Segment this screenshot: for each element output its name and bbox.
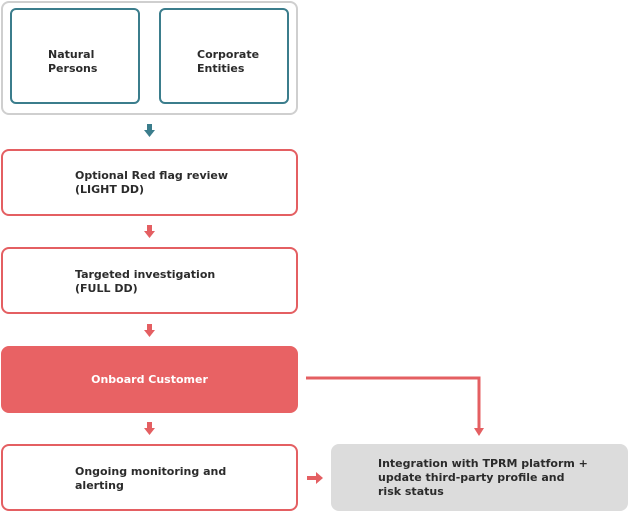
targeted-investigation-label: Targeted investigation (FULL DD) bbox=[75, 268, 216, 295]
arrow-down-icon-2 bbox=[144, 225, 155, 238]
onboard-to-integration-elbow-arrow bbox=[306, 376, 484, 436]
ongoing-monitoring-step: Ongoing monitoring and alerting bbox=[1, 444, 298, 511]
entity-type-group bbox=[1, 1, 298, 115]
red-flag-review-step: Optional Red flag review (LIGHT DD) bbox=[1, 149, 298, 216]
onboard-customer-label: Onboard Customer bbox=[91, 373, 208, 386]
targeted-investigation-step: Targeted investigation (FULL DD) bbox=[1, 247, 298, 314]
arrow-down-icon-4 bbox=[144, 422, 155, 435]
arrow-down-icon-3 bbox=[144, 324, 155, 337]
arrow-down-icon-1 bbox=[144, 124, 155, 137]
tprm-integration-box: Integration with TPRM platform + update … bbox=[331, 444, 628, 511]
arrow-right-icon bbox=[307, 472, 323, 484]
corporate-entities-box: Corporate Entities bbox=[159, 8, 289, 104]
natural-persons-box: Natural Persons bbox=[10, 8, 140, 104]
natural-persons-label: Natural Persons bbox=[48, 48, 98, 75]
tprm-integration-label: Integration with TPRM platform + update … bbox=[378, 457, 588, 498]
corporate-entities-label: Corporate Entities bbox=[197, 48, 260, 75]
onboard-customer-step: Onboard Customer bbox=[1, 346, 298, 413]
red-flag-review-label: Optional Red flag review (LIGHT DD) bbox=[75, 169, 229, 196]
ongoing-monitoring-label: Ongoing monitoring and alerting bbox=[75, 465, 227, 492]
